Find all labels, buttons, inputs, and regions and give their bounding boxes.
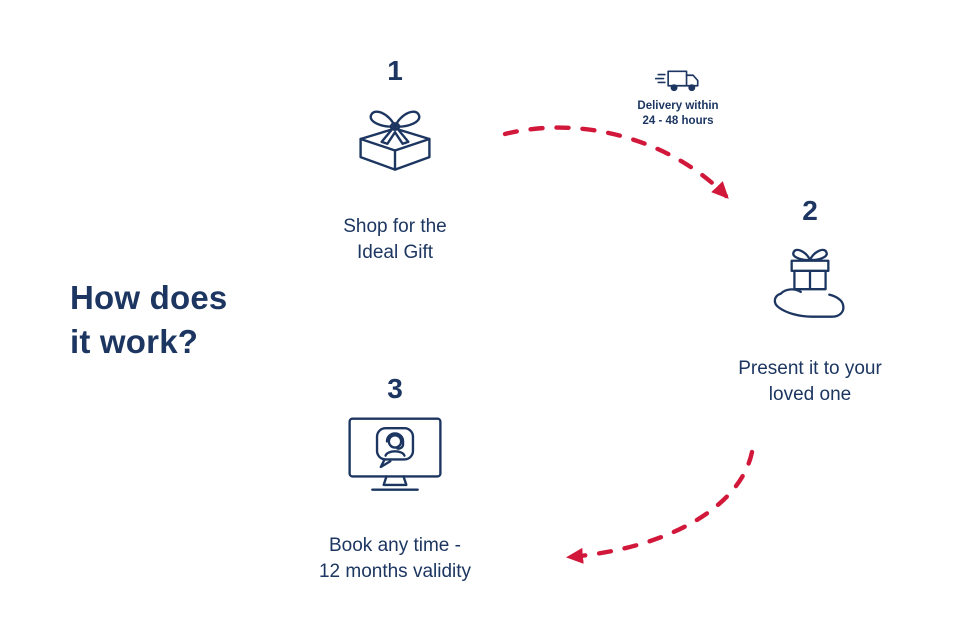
step-2: 2 Present it to your loved one (700, 195, 920, 408)
page-title-line: How does (70, 279, 228, 316)
delivery-note-text: Delivery within 24 - 48 hours (637, 99, 718, 129)
step-label-line: loved one (768, 384, 852, 406)
delivery-note-line: 24 - 48 hours (642, 115, 714, 128)
delivery-truck-icon (655, 66, 701, 95)
step-label-line: Present it to your (738, 357, 882, 379)
step-2-label: Present it to your loved one (738, 356, 882, 408)
delivery-note: Delivery within 24 - 48 hours (609, 66, 747, 129)
step-3-number: 3 (387, 373, 403, 404)
step-1-label: Shop for the Ideal Gift (343, 214, 447, 266)
step-1: 1 Shop for the Ideal Gift (295, 55, 495, 266)
page-title: How does it work? (70, 276, 227, 364)
step-label-line: Ideal Gift (356, 242, 434, 264)
step-3-label: Book any time - 12 months validity (319, 533, 471, 585)
step-1-number: 1 (387, 55, 403, 86)
gift-in-hand-icon (764, 236, 856, 324)
step-label-line: 12 months validity (318, 561, 472, 583)
arrow-step1-to-step2 (502, 125, 729, 199)
page-title-line: it work? (70, 323, 199, 361)
step-2-number: 2 (802, 195, 818, 226)
arrow-step2-to-step3 (566, 449, 755, 564)
gift-box-icon (347, 96, 443, 182)
step-label-line: Shop for the (343, 215, 447, 237)
step-3: 3 Book any time - 12 months validity (283, 373, 507, 585)
delivery-note-line: Delivery within (637, 100, 719, 112)
support-monitor-icon (343, 414, 447, 501)
step-label-line: Book any time - (328, 534, 461, 556)
